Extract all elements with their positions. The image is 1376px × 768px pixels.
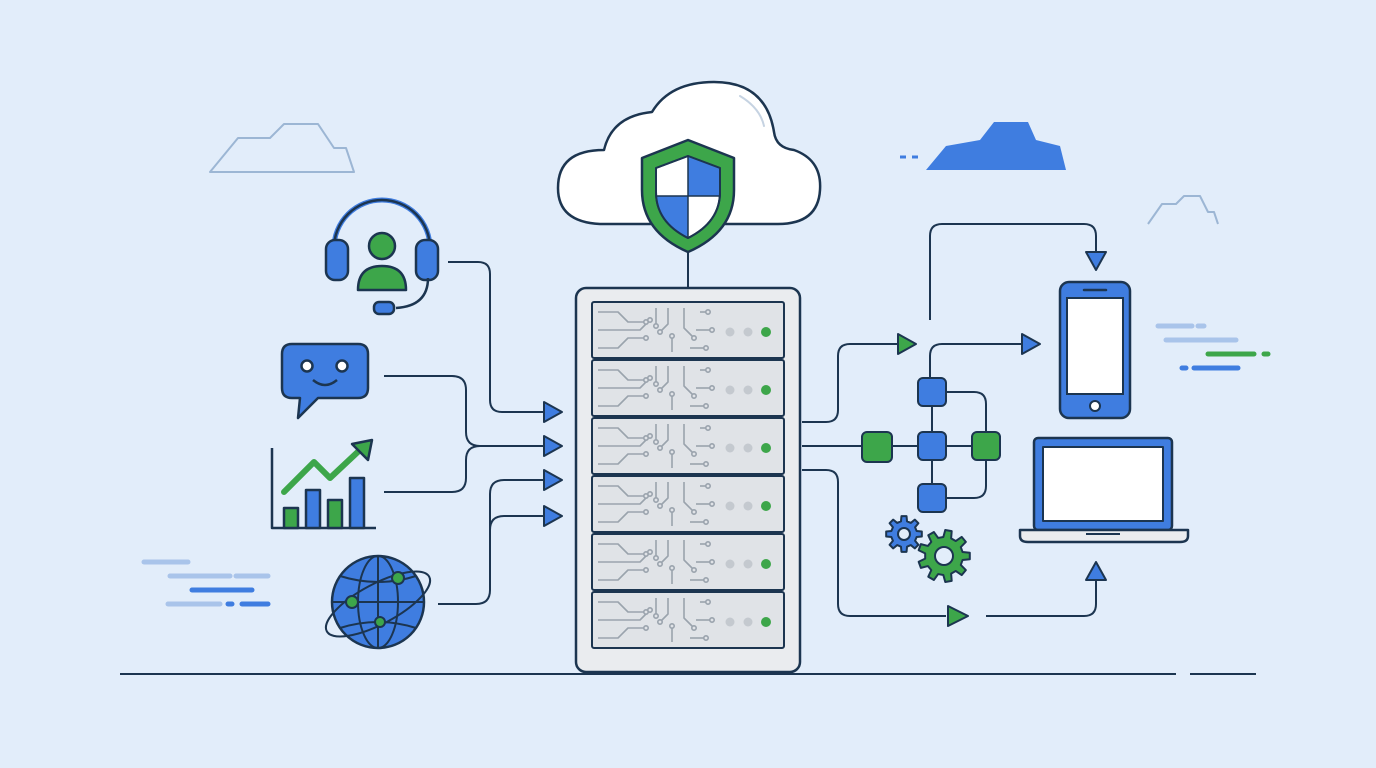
server-bay [591,591,785,649]
server-bays [591,301,785,649]
chat-bubble-icon [280,342,370,420]
connector-server-bottom [802,469,946,617]
solid-cloud-icon [900,122,1066,170]
circuit-pattern [598,308,715,352]
status-led [725,559,735,569]
connector-chart [384,445,481,493]
circuit-pattern [598,366,715,410]
connector-network-phone [929,343,1022,380]
arrow-head-4 [543,505,563,527]
status-led-active [761,385,771,395]
connector-up-to-phone [929,223,1097,320]
status-led-active [761,617,771,627]
status-led-active [761,501,771,511]
server-bay [591,301,785,359]
arrowheads [543,251,1107,581]
status-led [743,443,753,453]
server-bay [591,475,785,533]
arrow-head-9 [1021,333,1041,355]
speed-lines-right [1155,323,1271,371]
laptop-icon [1018,436,1190,544]
status-led [743,501,753,511]
status-led [725,385,735,395]
arrowheads-blue [1021,333,1041,355]
arrow-head-3 [543,469,563,491]
server-bay [591,417,785,475]
arrow-head-5 [1085,251,1107,271]
arrowheads-green [897,333,969,627]
small-gear-icon [885,515,923,553]
circuit-pattern [598,598,715,642]
status-led [725,443,735,453]
globe-network-icon [324,554,432,650]
arrow-head-6 [1085,561,1107,581]
background-clouds [209,123,1219,225]
server-rack-icon [574,286,802,674]
status-led [743,559,753,569]
circuit-pattern [598,424,715,468]
circuit-pattern [598,540,715,584]
connector-globe-b [489,515,544,531]
gears-icon [885,515,971,583]
circuit-pattern [598,482,715,526]
status-led-active [761,559,771,569]
security-shield-icon [640,138,736,254]
connector-chat [384,375,544,447]
large-gear-icon [917,529,971,583]
headset-agent-icon [324,197,440,316]
status-led-active [761,327,771,337]
arrow-head-1 [543,401,563,423]
speed-lines-left [141,559,271,607]
status-led [725,327,735,337]
server-bay [591,359,785,417]
status-led [725,617,735,627]
status-led-active [761,443,771,453]
status-led [743,617,753,627]
arrow-head-8 [947,605,969,627]
connector-server-top [802,343,898,423]
connector-to-laptop [986,580,1097,617]
smartphone-icon [1058,280,1132,420]
status-led [725,501,735,511]
connector-globe-a [438,479,544,605]
node-network-icon [861,377,1001,513]
outline-cloud-left-icon [209,123,355,173]
connector-headset [448,261,544,413]
server-bay [591,533,785,591]
status-led [743,385,753,395]
arrow-head-2 [543,435,563,457]
outline-cloud-right-icon [1147,195,1219,225]
arrow-head-7 [897,333,917,355]
growth-chart-icon [270,438,376,530]
connector-lines [384,223,1097,617]
status-led [743,327,753,337]
